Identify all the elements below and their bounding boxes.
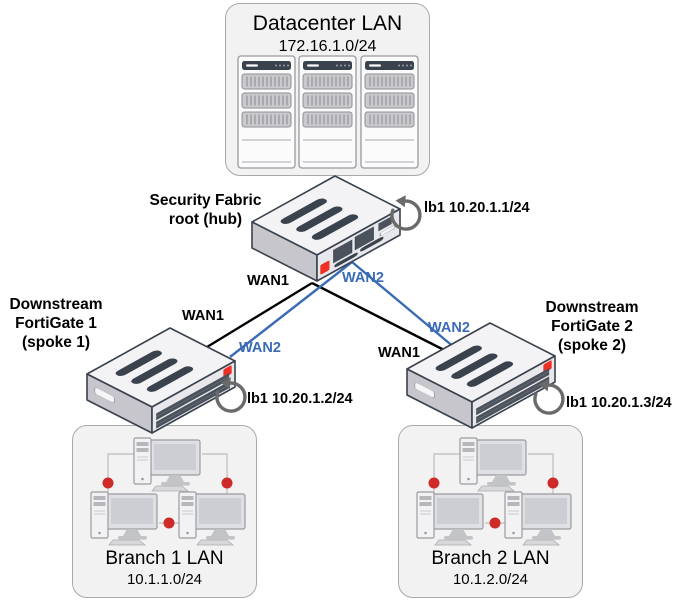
spoke1-label: Downstream FortiGate 1 (spoke 1) <box>9 296 103 351</box>
red-dot-node <box>163 517 175 529</box>
spoke2-wan2-label: WAN2 <box>428 320 470 336</box>
spoke2-wan1-label: WAN1 <box>378 345 420 361</box>
spoke2-fortigate <box>407 323 555 428</box>
branch2-title: Branch 2 LAN <box>431 548 550 569</box>
red-dot-node <box>221 477 233 489</box>
hub-wan2-label: WAN2 <box>342 270 384 286</box>
spoke1-loopback-arrow <box>215 375 247 413</box>
hub-wan1-label: WAN1 <box>247 273 289 289</box>
server-rack-icon <box>226 4 431 177</box>
spoke1-wan2-label: WAN2 <box>239 340 281 356</box>
branch1-lan-box: Branch 1 LAN 10.1.1.0/24 <box>72 425 257 598</box>
spoke2-loopback-arrow <box>533 377 565 415</box>
branch2-subnet: 10.1.2.0/24 <box>452 571 529 588</box>
branch1-lan-art <box>90 437 246 546</box>
red-dot-node <box>547 477 559 489</box>
spoke2-label: Downstream FortiGate 2 (spoke 2) <box>545 299 639 354</box>
spoke1-wan1-label: WAN1 <box>182 308 224 324</box>
red-dot-node <box>489 517 501 529</box>
spoke1-loopback-label: lb1 10.20.1.2/24 <box>247 391 353 407</box>
hub-loopback-arrow <box>390 193 422 231</box>
branch2-lan-box: Branch 2 LAN 10.1.2.0/24 <box>398 425 583 598</box>
wan1-link-hub-spoke2 <box>311 281 449 354</box>
branch2-lan-art <box>416 437 572 546</box>
datacenter-title: Datacenter LAN <box>252 12 403 35</box>
hub-loopback-label: lb1 10.20.1.1/24 <box>424 200 530 216</box>
spoke2-loopback-label: lb1 10.20.1.3/24 <box>566 395 672 411</box>
red-dot-node <box>428 477 440 489</box>
hub-label: Security Fabric root (hub) <box>149 192 262 228</box>
branch1-subnet: 10.1.1.0/24 <box>126 571 203 588</box>
branch1-title: Branch 1 LAN <box>105 548 224 569</box>
datacenter-lan-box: Datacenter LAN 172.16.1.0/24 <box>225 3 430 176</box>
red-dot-node <box>102 477 114 489</box>
datacenter-subnet: 172.16.1.0/24 <box>278 38 377 55</box>
